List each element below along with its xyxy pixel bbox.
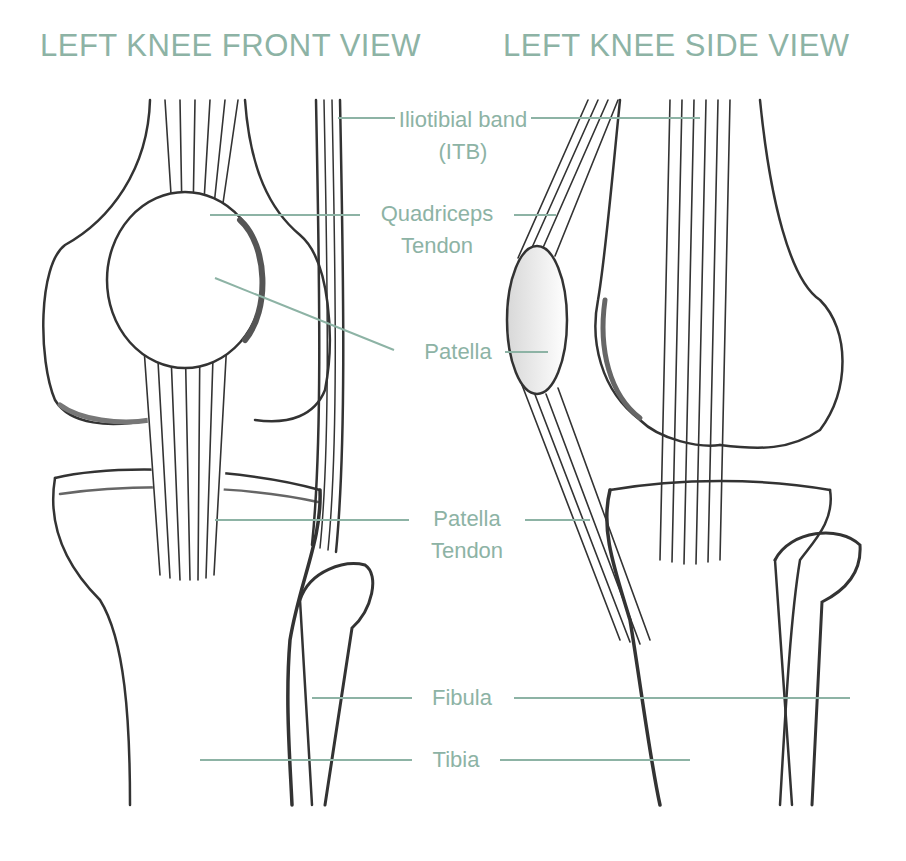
patella [507, 246, 567, 394]
part-label: Tibia [430, 744, 483, 776]
quadriceps-tendon [518, 100, 618, 258]
itb-line [336, 100, 343, 552]
itb-lines [660, 100, 730, 564]
fibula-outline [300, 564, 373, 805]
side-view [507, 100, 860, 805]
view-heading: LEFT KNEE SIDE VIEW [503, 24, 850, 69]
view-heading: LEFT KNEE FRONT VIEW [40, 24, 421, 69]
femur-shadow [603, 300, 640, 418]
tibia-outline [607, 490, 660, 805]
itb-line [320, 100, 327, 548]
tibia-plateau [610, 481, 830, 490]
part-label: Fibula [429, 682, 495, 714]
patella-shadow [240, 220, 262, 340]
fibula-outline [775, 560, 792, 805]
part-label: Patella [421, 336, 494, 368]
fibula-outline [300, 600, 312, 805]
itb-line [312, 100, 319, 545]
tibia-outline [53, 478, 130, 805]
femur-shadow [60, 405, 150, 422]
part-label: Iliotibial band (ITB) [395, 104, 531, 168]
part-label: Patella Tendon [409, 503, 525, 567]
leader-lines [200, 118, 850, 760]
patella-tendon [522, 385, 650, 644]
tibia-outline [288, 490, 320, 805]
front-view [43, 100, 372, 805]
part-label: Quadriceps Tendon [364, 198, 510, 262]
patella [107, 192, 263, 368]
femur-outline [720, 100, 843, 448]
femur-outline [595, 100, 720, 446]
fibula-outline [775, 533, 860, 805]
